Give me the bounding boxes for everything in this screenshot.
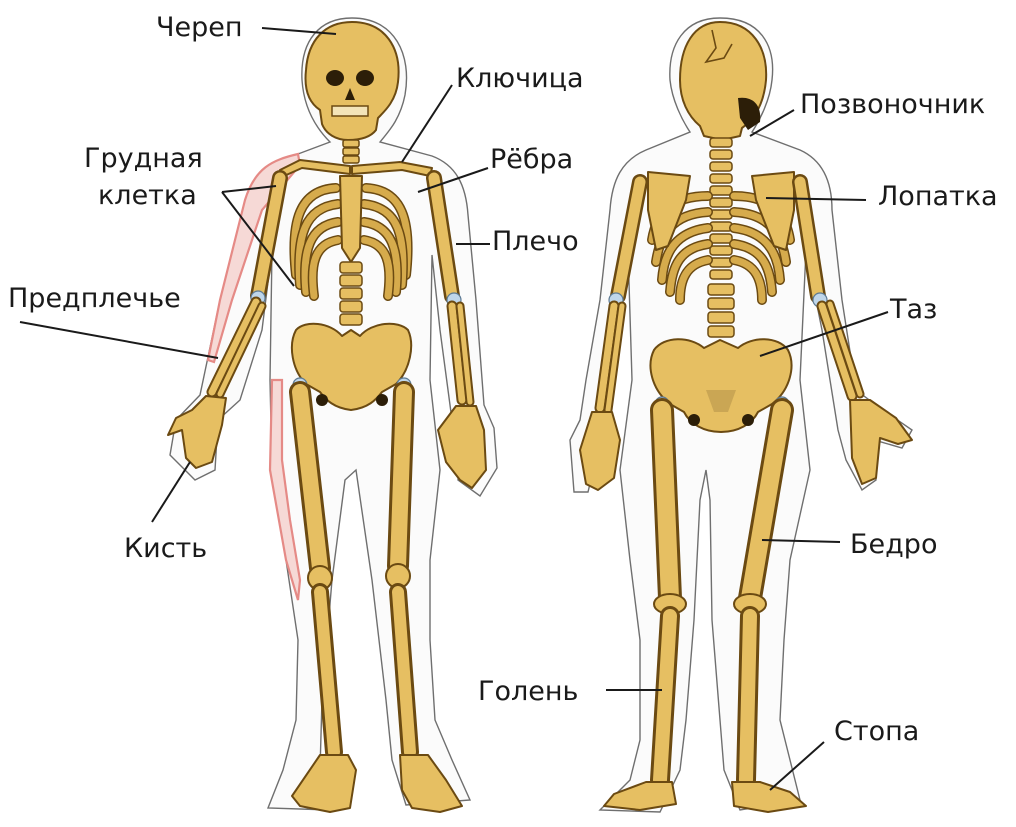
back-pelvis-foramen-left (688, 414, 700, 426)
label-scapula: Лопатка (878, 181, 998, 212)
back-foot-left (604, 782, 676, 810)
label-upper-arm: Плечо (492, 226, 579, 257)
front-lumbar-spine (340, 262, 362, 325)
leader-hand (152, 462, 190, 522)
label-skull: Череп (156, 12, 243, 43)
label-pelvis: Таз (889, 294, 937, 325)
front-neck-vertebrae (343, 140, 359, 163)
label-shin: Голень (478, 676, 578, 707)
label-clavicle: Ключица (456, 63, 584, 94)
back-spine (708, 138, 734, 337)
front-pelvis-foramen-right (376, 394, 388, 406)
leader-clavicle (402, 85, 452, 162)
front-eye-socket-left (326, 70, 344, 86)
back-skeleton (570, 18, 912, 812)
label-spine: Позвоночник (800, 89, 985, 120)
front-skeleton (168, 18, 497, 812)
back-pelvis-foramen-right (742, 414, 754, 426)
label-thigh: Бедро (850, 529, 937, 560)
front-pelvis-foramen-left (316, 394, 328, 406)
front-teeth (332, 106, 368, 116)
label-ribcage-line1: Грудная (84, 143, 203, 174)
leader-forearm (20, 322, 218, 358)
label-forearm: Предплечье (8, 283, 181, 314)
label-ribcage-line2: клетка (98, 180, 197, 211)
label-foot: Стопа (834, 716, 919, 747)
label-ribs: Рёбра (490, 144, 573, 175)
front-hand-right (438, 406, 486, 488)
label-hand: Кисть (124, 533, 207, 564)
front-eye-socket-right (356, 70, 374, 86)
